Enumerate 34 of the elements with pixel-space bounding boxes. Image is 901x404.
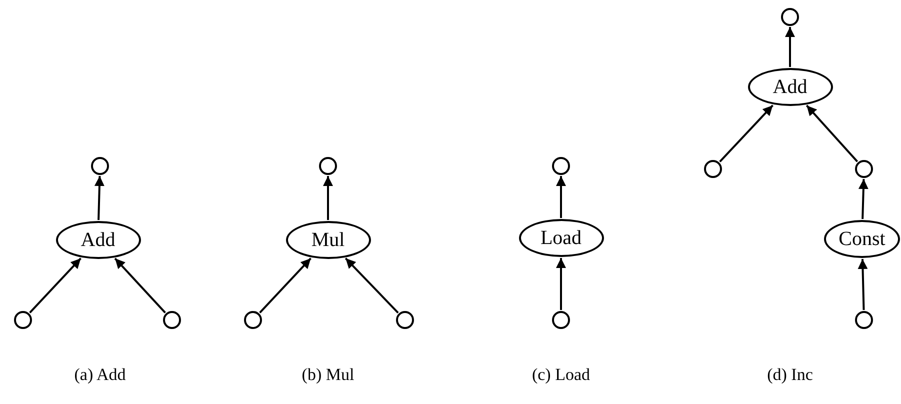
- port-circle: [14, 311, 32, 329]
- port-circle: [855, 160, 873, 178]
- port-circle: [704, 160, 722, 178]
- operation-ellipse: Add: [56, 221, 140, 259]
- port-circle: [781, 8, 799, 26]
- port-circle: [552, 311, 570, 329]
- arrow: [556, 176, 566, 218]
- arrow: [556, 258, 566, 310]
- operation-ellipse: Mul: [286, 221, 370, 259]
- subfigure-caption: (c) Load: [532, 366, 590, 383]
- arrow: [806, 104, 858, 162]
- subfigure-caption: (b) Mul: [302, 366, 354, 383]
- subfigure-caption: (a) Add: [74, 366, 126, 383]
- port-circle: [163, 311, 181, 329]
- arrow: [29, 258, 82, 314]
- arrow: [719, 104, 774, 162]
- arrow: [94, 176, 104, 220]
- operation-ellipse: Load: [518, 219, 604, 257]
- arrow: [114, 258, 166, 314]
- port-circle: [91, 157, 109, 175]
- arrow: [259, 258, 312, 314]
- operation-ellipse: Add: [748, 68, 832, 106]
- arrow: [323, 176, 333, 220]
- subfigure-caption: (d) Inc: [767, 366, 813, 383]
- arrow: [858, 178, 868, 220]
- arrow: [344, 258, 399, 314]
- operation-ellipse: Const: [824, 220, 900, 258]
- port-circle: [396, 311, 414, 329]
- port-circle: [244, 311, 262, 329]
- port-circle: [855, 311, 873, 329]
- port-circle: [552, 157, 570, 175]
- port-circle: [319, 157, 337, 175]
- arrow: [858, 258, 868, 310]
- arrow: [785, 27, 795, 67]
